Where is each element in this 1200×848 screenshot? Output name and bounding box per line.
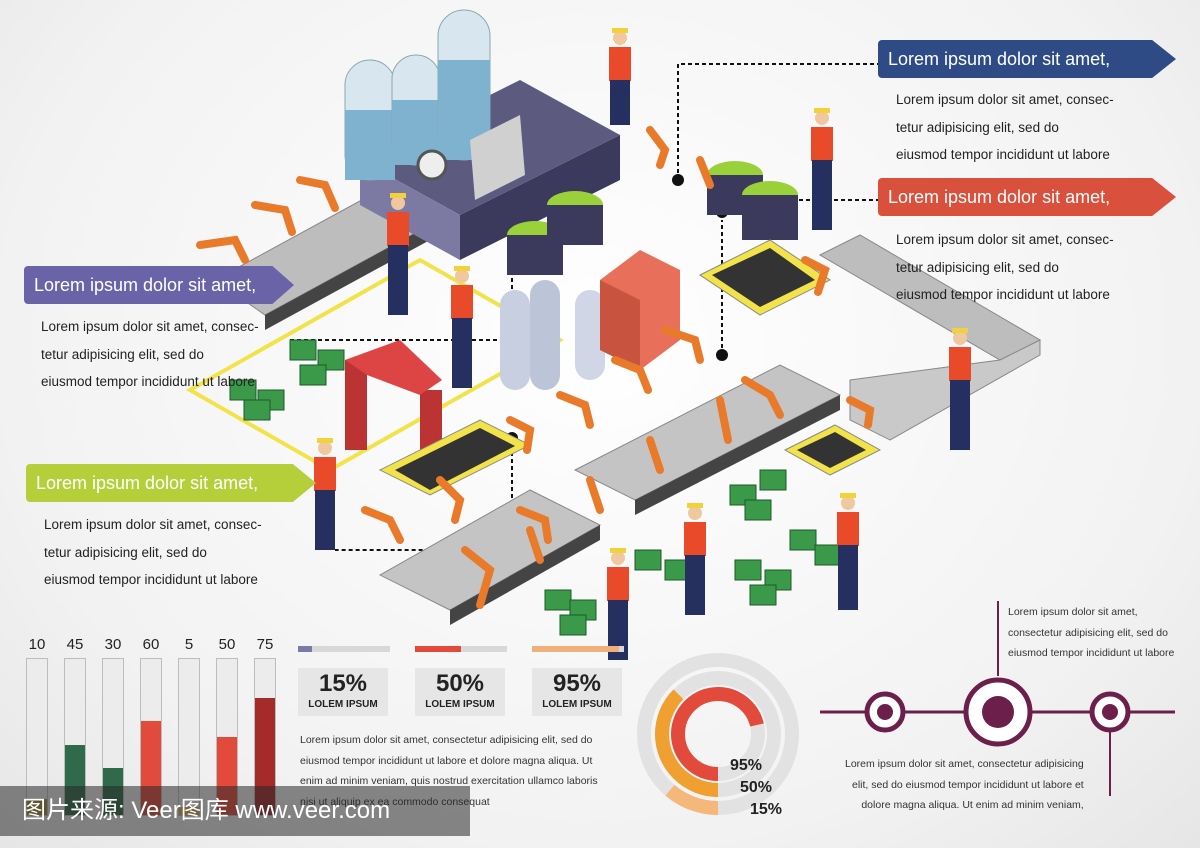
timeline-top-line: Lorem ipsum dolor sit amet, bbox=[1008, 606, 1138, 618]
timeline-bottom-text: Lorem ipsum dolor sit amet, consectetur … bbox=[845, 754, 1084, 816]
percent-progress bbox=[415, 646, 507, 652]
callout-4-title: Lorem ipsum dolor sit amet, bbox=[26, 464, 316, 502]
timeline-bottom-line: elit, sed do eiusmod tempor incididunt u… bbox=[851, 778, 1084, 791]
robot-arms bbox=[196, 126, 875, 609]
percent-progress bbox=[298, 646, 390, 652]
callout-3-text: Lorem ipsum dolor sit amet, consec- tetu… bbox=[41, 313, 259, 396]
watermark: 图片来源: Veer图库 www.veer.com bbox=[0, 786, 470, 836]
bar-value-label: 30 bbox=[104, 636, 122, 653]
timeline-node-main bbox=[963, 677, 1033, 747]
bar-value-label: 75 bbox=[256, 636, 274, 653]
percent-value: 50% bbox=[435, 670, 485, 697]
middle-paragraph-line: enim ad minim veniam, quis nostrud exerc… bbox=[300, 775, 598, 787]
callout-4-line: tetur adipisicing elit, sed do bbox=[44, 544, 207, 560]
bar-track bbox=[254, 658, 276, 816]
workers bbox=[314, 28, 971, 660]
timeline-top-line: consectetur adipisicing elit, sed do bbox=[1008, 626, 1168, 639]
callout-1-line: Lorem ipsum dolor sit amet, consec- bbox=[896, 92, 1114, 107]
silver-cylinders bbox=[500, 280, 605, 390]
percent-box: 95% LOLEM IPSUM bbox=[532, 668, 622, 716]
bar-value-label: 50 bbox=[218, 636, 236, 653]
callout-3-title: Lorem ipsum dolor sit amet, bbox=[24, 266, 294, 304]
percent-label: LOLEM IPSUM bbox=[542, 699, 612, 710]
callout-2-text: Lorem ipsum dolor sit amet, consec- tetu… bbox=[896, 226, 1114, 309]
timeline-graphic bbox=[820, 601, 1175, 796]
bar-value-label: 45 bbox=[66, 636, 84, 653]
timeline-node bbox=[1089, 691, 1131, 733]
bar-value-label: 10 bbox=[28, 636, 46, 653]
bar bbox=[255, 698, 275, 815]
callout-4-text: Lorem ipsum dolor sit amet, consec- tetu… bbox=[44, 511, 262, 594]
percent-label: LOLEM IPSUM bbox=[425, 699, 495, 710]
percent-value: 95% bbox=[552, 670, 602, 697]
bar-value-label: 60 bbox=[142, 636, 160, 653]
callout-1-line: tetur adipisicing elit, sed do bbox=[896, 119, 1059, 135]
timeline-bottom-line: Lorem ipsum dolor sit amet, consectetur … bbox=[845, 758, 1084, 770]
callout-1-text: Lorem ipsum dolor sit amet, consec- tetu… bbox=[896, 86, 1114, 169]
donut-ring bbox=[637, 653, 799, 815]
barrels bbox=[507, 161, 798, 275]
conveyor-right bbox=[818, 234, 1042, 441]
percent-box: 50% LOLEM IPSUM bbox=[415, 668, 505, 716]
callout-2-line: eiusmod tempor incididunt ut labore bbox=[896, 287, 1110, 302]
callout-2-line: tetur adipisicing elit, sed do bbox=[896, 259, 1059, 275]
percent-label: LOLEM IPSUM bbox=[308, 699, 378, 710]
callout-3-line: tetur adipisicing elit, sed do bbox=[41, 346, 204, 362]
callout-1-title: Lorem ipsum dolor sit amet, bbox=[878, 40, 1176, 78]
percent-box: 15% LOLEM IPSUM bbox=[298, 668, 388, 716]
percent-boxes: 15% LOLEM IPSUM 50% LOLEM IPSUM 95% LOLEM IPS… bbox=[298, 646, 628, 726]
conveyor-middle bbox=[573, 364, 842, 515]
callout-4-line: eiusmod tempor incididunt ut labore bbox=[44, 572, 258, 587]
middle-paragraph-line: eiusmod tempor incididunt ut labore et d… bbox=[300, 754, 593, 767]
donut-chart: 95% 50% 15% bbox=[637, 653, 799, 818]
timeline-top-text: Lorem ipsum dolor sit amet, consectetur … bbox=[1008, 602, 1174, 664]
press bbox=[600, 250, 680, 370]
callout-3-line: eiusmod tempor incididunt ut labore bbox=[41, 374, 255, 389]
donut-label: 15% bbox=[750, 801, 782, 818]
main-machine bbox=[344, 9, 620, 260]
callout-2-title: Lorem ipsum dolor sit amet, bbox=[878, 178, 1176, 216]
donut-label: 50% bbox=[740, 779, 772, 796]
callout-1-line: eiusmod tempor incididunt ut labore bbox=[896, 147, 1110, 162]
donut-label: 95% bbox=[730, 757, 762, 774]
donut-ring bbox=[655, 671, 781, 797]
timeline-bottom-line: dolore magna aliqua. Ut enim ad minim ve… bbox=[861, 799, 1084, 811]
callout-4-line: Lorem ipsum dolor sit amet, consec- bbox=[44, 517, 262, 532]
bar-value-label: 5 bbox=[184, 636, 194, 653]
callout-2-line: Lorem ipsum dolor sit amet, consec- bbox=[896, 232, 1114, 247]
middle-paragraph-line: Lorem ipsum dolor sit amet, consectetur … bbox=[300, 734, 593, 746]
percent-value: 15% bbox=[318, 670, 368, 697]
donut-ring bbox=[671, 687, 765, 781]
percent-progress bbox=[532, 646, 624, 652]
timeline-top-line: eiusmod tempor incididunt ut labore bbox=[1008, 647, 1175, 659]
callout-3-line: Lorem ipsum dolor sit amet, consec- bbox=[41, 319, 259, 334]
timeline-node bbox=[864, 691, 906, 733]
